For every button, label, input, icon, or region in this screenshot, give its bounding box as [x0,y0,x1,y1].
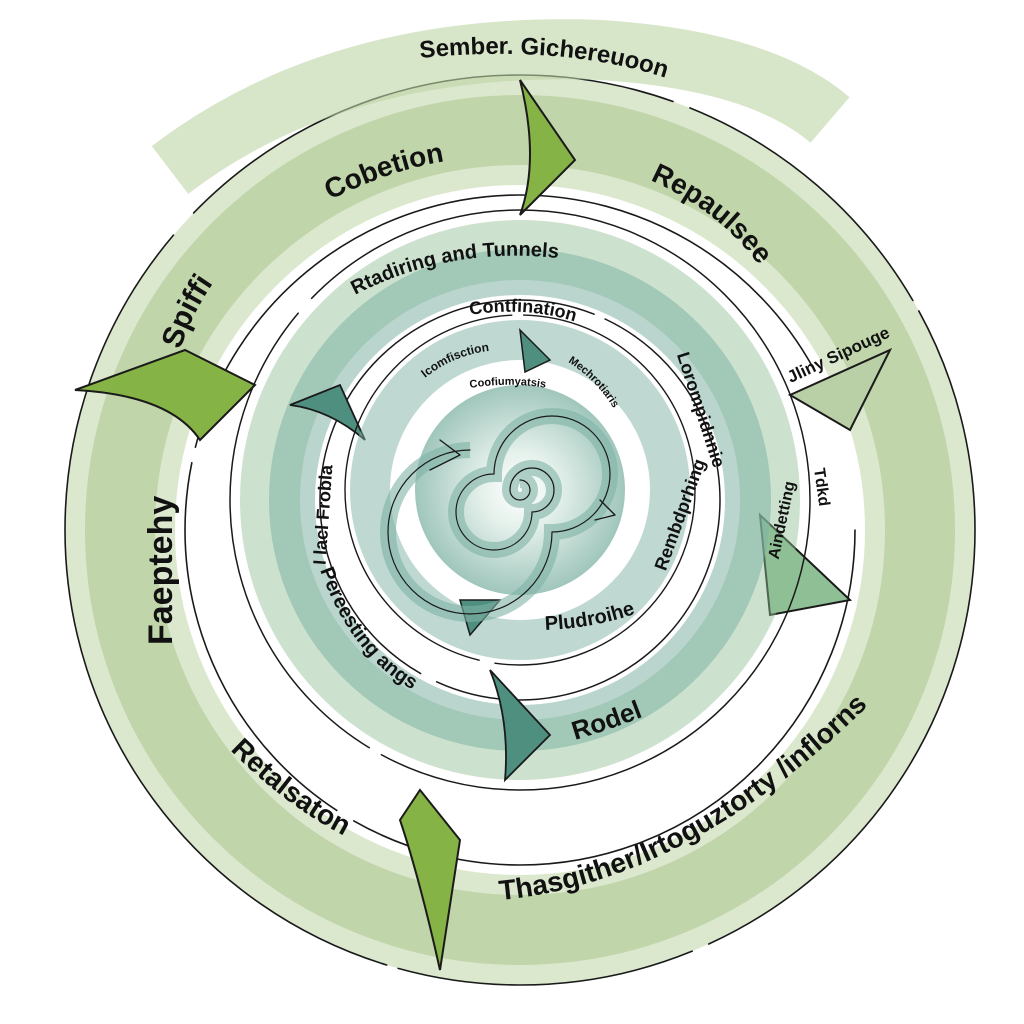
core-tick-left [429,439,461,471]
core-spiral [380,385,625,622]
outer-ring-arrows [74,79,893,971]
arrowhead-inner-top [518,327,552,374]
middle-ring-outline-outer [229,209,811,791]
label-tdkd: Tdkd [810,467,832,507]
inner-band [350,320,690,660]
arrowhead-right-upper [787,347,893,432]
middle-ring-outline-inner [319,299,721,701]
outer-ring [64,19,976,986]
outer-ring-outline-inner [184,194,856,866]
arrowhead-bottom [398,788,462,971]
core-tick-right [594,499,616,521]
top-swoosh [151,19,850,194]
spiral-outline [387,415,611,615]
inner-ring-outline [344,314,696,666]
label-coofiumyatsis: Coofiumyatsis [469,376,547,391]
arrowhead-left [74,348,257,442]
outer-band-core [85,95,955,965]
arrowhead-middle-bottom [489,669,552,783]
label-faeptehy: Faeptehy [142,496,180,645]
arrowhead-top [519,79,577,216]
